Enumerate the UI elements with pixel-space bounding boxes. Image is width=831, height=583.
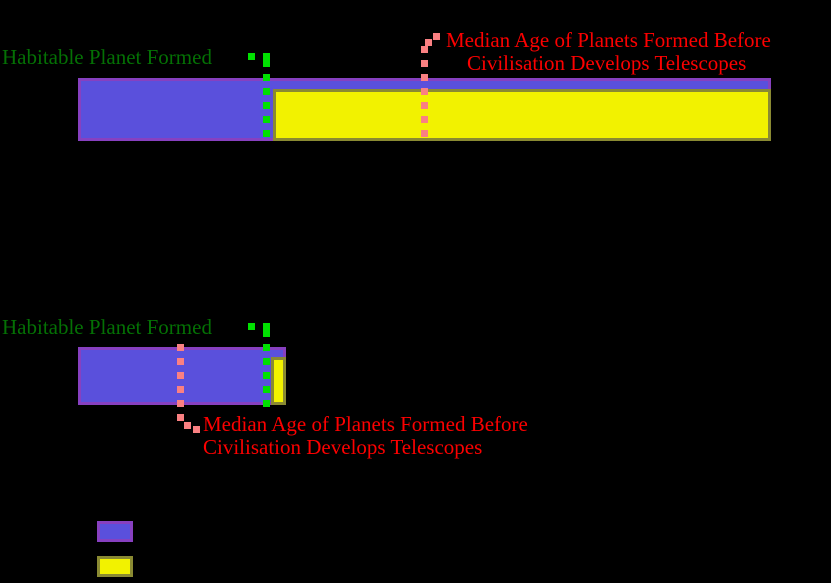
top-panel-yellow-bar: [273, 89, 771, 141]
bottom-panel-median-age-elbow-dot-1: [184, 422, 191, 429]
bottom-panel-yellow-bar: [271, 357, 286, 405]
top-panel-habitable-label: Habitable Planet Formed: [2, 45, 212, 69]
legend-swatch-purple: [97, 521, 133, 542]
bottom-panel-habitable-label: Habitable Planet Formed: [2, 315, 212, 339]
bottom-panel-habitable-elbow-dot-1: [263, 323, 270, 330]
bottom-panel: Habitable Planet Formed Median Age of Pl…: [0, 300, 831, 500]
legend-swatch-yellow: [97, 556, 133, 577]
legend-item-purple: [97, 521, 143, 542]
top-panel-habitable-marker-line: [263, 60, 270, 144]
bottom-panel-median-age-label-line2: Civilisation Develops Telescopes: [203, 435, 483, 459]
top-panel-habitable-elbow-dot-2: [248, 53, 255, 60]
top-panel-median-age-label-line2: Civilisation Develops Telescopes: [467, 51, 747, 75]
legend-item-yellow: [97, 556, 143, 577]
bottom-panel-median-age-label-line1: Median Age of Planets Formed Before: [203, 412, 528, 436]
top-panel-habitable-elbow-dot-1: [263, 53, 270, 60]
bottom-panel-habitable-elbow-dot-2: [248, 323, 255, 330]
legend: [0, 505, 831, 583]
top-panel-median-age-marker-line: [421, 46, 428, 144]
top-panel-median-age-label-line1: Median Age of Planets Formed Before: [446, 28, 771, 52]
top-panel: Habitable Planet Formed Median Age of Pl…: [0, 0, 831, 200]
top-panel-median-age-elbow-dot-2: [433, 33, 440, 40]
top-panel-median-age-elbow-dot-1: [425, 39, 432, 46]
bottom-panel-habitable-marker-line: [263, 330, 270, 407]
bottom-panel-median-age-marker-line: [177, 344, 184, 422]
bottom-panel-median-age-elbow-dot-2: [193, 426, 200, 433]
